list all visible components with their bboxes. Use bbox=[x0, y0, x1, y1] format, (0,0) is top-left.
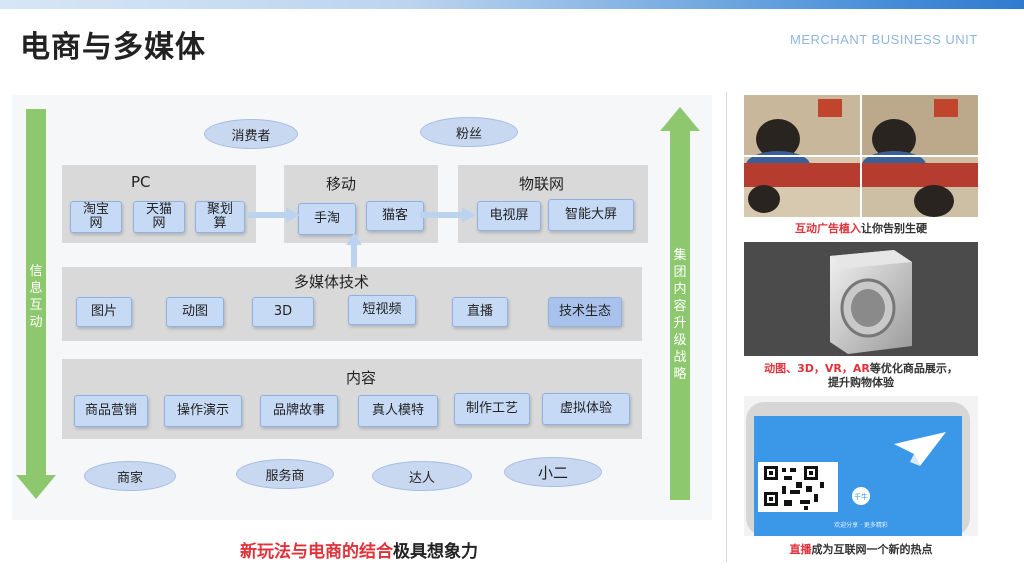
photo-3d-product bbox=[744, 242, 978, 356]
panel-multimedia-title: 多媒体技术 bbox=[294, 271, 369, 292]
chip-tmall: 天猫 网 bbox=[133, 201, 185, 233]
caption-rest: 极具想象力 bbox=[393, 542, 478, 562]
chip-operation-demo: 操作演示 bbox=[164, 395, 242, 427]
left-bar-char: 互 bbox=[28, 297, 44, 314]
qr-label: 千牛 bbox=[854, 492, 868, 501]
right-bar-label: 集 团 内 容 升 级 战 略 bbox=[672, 247, 688, 383]
caption-rest: 让你告别生硬 bbox=[861, 222, 927, 235]
caption-3d-product: 动图、3D，VR，AR等优化商品展示， 提升购物体验 bbox=[744, 362, 978, 390]
chip-shoutao: 手淘 bbox=[298, 203, 356, 235]
caption-highlight: 动图、3D，VR，AR bbox=[764, 362, 870, 375]
oval-influencer: 达人 bbox=[372, 461, 472, 491]
panel-iot-title: 物联网 bbox=[519, 173, 564, 194]
washing-machine-icon bbox=[744, 242, 978, 356]
left-bar-char: 信 bbox=[28, 263, 44, 280]
top-banner bbox=[0, 0, 1024, 9]
caption-line-2: 提升购物体验 bbox=[744, 376, 978, 390]
page-subtitle: MERCHANT BUSINESS UNIT bbox=[790, 32, 978, 47]
interactive-ad-image bbox=[744, 95, 978, 217]
chip-label: 聚划 算 bbox=[207, 203, 233, 231]
arrow-mobile-to-iot-icon bbox=[420, 207, 476, 223]
chip-taobao: 淘宝 网 bbox=[70, 201, 122, 233]
panel-content-title: 内容 bbox=[346, 367, 376, 388]
chip-real-model: 真人模特 bbox=[358, 395, 438, 427]
caption-highlight: 互动广告植入 bbox=[795, 222, 861, 235]
chip-3d: 3D bbox=[252, 297, 314, 327]
chip-tv-screen: 电视屏 bbox=[477, 201, 541, 231]
chip-tech-ecosystem: 技术生态 bbox=[548, 297, 622, 327]
right-bar-char: 内 bbox=[672, 281, 688, 298]
oval-service-provider: 服务商 bbox=[236, 459, 334, 489]
caption-line-1: 动图、3D，VR，AR等优化商品展示， bbox=[744, 362, 978, 376]
right-bar-char: 容 bbox=[672, 298, 688, 315]
chip-virtual-experience: 虚拟体验 bbox=[542, 393, 630, 425]
right-bar-char: 团 bbox=[672, 264, 688, 281]
caption-rest: 成为互联网一个新的热点 bbox=[812, 543, 933, 556]
caption-highlight: 直播 bbox=[790, 543, 812, 556]
chip-image: 图片 bbox=[76, 297, 132, 327]
chip-smart-screen: 智能大屏 bbox=[548, 199, 634, 231]
right-bar-char: 集 bbox=[672, 247, 688, 264]
caption-highlight: 新玩法与电商的结合 bbox=[240, 542, 393, 562]
left-bar-char: 动 bbox=[28, 314, 44, 331]
caption-interactive-ad: 互动广告植入让你告别生硬 bbox=[744, 222, 978, 236]
oval-consumer: 消费者 bbox=[204, 119, 298, 149]
chip-gif: 动图 bbox=[166, 297, 224, 327]
right-bar-char: 级 bbox=[672, 332, 688, 349]
oval-merchant: 商家 bbox=[84, 461, 176, 491]
right-bar-char: 升 bbox=[672, 315, 688, 332]
panel-mobile-title: 移动 bbox=[326, 173, 356, 194]
left-bar-char: 息 bbox=[28, 280, 44, 297]
right-arrow-head-icon bbox=[660, 107, 700, 131]
left-bar-label: 信 息 互 动 bbox=[28, 263, 44, 331]
caption-rest: 等优化商品展示， bbox=[870, 362, 958, 375]
photo-live-phone: 千牛 欢迎分享 · 更多精彩 bbox=[744, 396, 978, 536]
phone-image: 千牛 欢迎分享 · 更多精彩 bbox=[744, 396, 978, 536]
chip-maoke: 猫客 bbox=[366, 201, 424, 231]
right-bar-char: 略 bbox=[672, 366, 688, 383]
page-title: 电商与多媒体 bbox=[20, 22, 206, 66]
left-arrow-head-icon bbox=[16, 475, 56, 499]
chip-live: 直播 bbox=[452, 297, 508, 327]
strategy-diagram: 信 息 互 动 集 团 内 容 升 级 战 略 消费者 粉丝 PC 淘宝 网 天… bbox=[12, 95, 712, 520]
photo-interactive-ad bbox=[744, 95, 978, 217]
chip-juhuasuan: 聚划 算 bbox=[195, 201, 245, 233]
phone-bottom-text: 欢迎分享 · 更多精彩 bbox=[834, 521, 888, 529]
panel-pc-title: PC bbox=[131, 173, 151, 191]
arrow-pc-to-mobile-icon bbox=[248, 207, 300, 223]
chip-label: 淘宝 网 bbox=[83, 203, 109, 231]
arrow-up-to-mobile-icon bbox=[346, 233, 362, 267]
chip-label: 天猫 网 bbox=[146, 203, 172, 231]
caption-live: 直播成为互联网一个新的热点 bbox=[744, 543, 978, 557]
right-bar-char: 战 bbox=[672, 349, 688, 366]
vertical-divider bbox=[726, 92, 727, 562]
oval-xiaoer: 小二 bbox=[504, 457, 602, 487]
chip-short-video: 短视频 bbox=[348, 295, 416, 325]
chip-craftsmanship: 制作工艺 bbox=[454, 393, 530, 425]
oval-fans: 粉丝 bbox=[420, 117, 518, 147]
bottom-caption: 新玩法与电商的结合极具想象力 bbox=[240, 537, 478, 562]
chip-brand-story: 品牌故事 bbox=[260, 395, 338, 427]
chip-product-marketing: 商品营销 bbox=[74, 395, 148, 427]
